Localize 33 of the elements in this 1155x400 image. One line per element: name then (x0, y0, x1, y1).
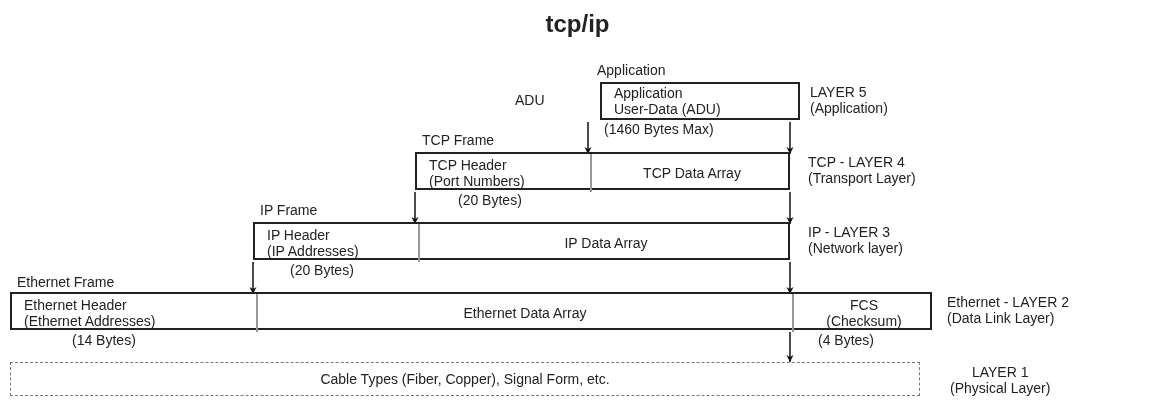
field-label: IP Data Array (563, 235, 649, 251)
field-label: Ethernet Data Array (462, 305, 588, 321)
size-note: (4 Bytes) (818, 332, 874, 348)
arrow (786, 121, 794, 155)
arrow (411, 191, 419, 225)
layer-label: IP - LAYER 3 (Network layer) (808, 224, 903, 256)
arrow (786, 191, 794, 225)
frame-heading: IP Frame (260, 202, 318, 218)
layer-label: LAYER 1 (Physical Layer) (950, 364, 1051, 396)
physical-layer-box (10, 362, 920, 396)
layer-label: Ethernet - LAYER 2 (Data Link Layer) (947, 294, 1069, 326)
arrow (249, 261, 257, 295)
frame-heading: Application (597, 62, 666, 78)
field-label: TCP Header (Port Numbers) (429, 157, 525, 189)
field-label: Ethernet Header (Ethernet Addresses) (24, 297, 156, 329)
field-label: FCS (Checksum) (825, 297, 903, 329)
layer-label: LAYER 5 (Application) (810, 84, 888, 116)
size-note: (1460 Bytes Max) (604, 121, 714, 137)
frame-heading: TCP Frame (422, 132, 495, 148)
size-note: (20 Bytes) (290, 262, 354, 278)
frame-heading: Ethernet Frame (17, 274, 115, 290)
size-note: (20 Bytes) (458, 192, 522, 208)
field-label: TCP Data Array (642, 165, 742, 181)
arrow (786, 261, 794, 295)
size-note: (14 Bytes) (72, 332, 136, 348)
arrow (584, 121, 592, 155)
field-label: IP Header (IP Addresses) (267, 227, 359, 259)
arrow (786, 331, 794, 363)
box-label: Application User-Data (ADU) (614, 85, 721, 117)
size-note: ADU (515, 92, 545, 108)
layer-label: TCP - LAYER 4 (Transport Layer) (808, 154, 916, 186)
box-label: Cable Types (Fiber, Copper), Signal Form, etc. (319, 371, 611, 387)
diagram-title: tcp/ip (544, 10, 611, 38)
